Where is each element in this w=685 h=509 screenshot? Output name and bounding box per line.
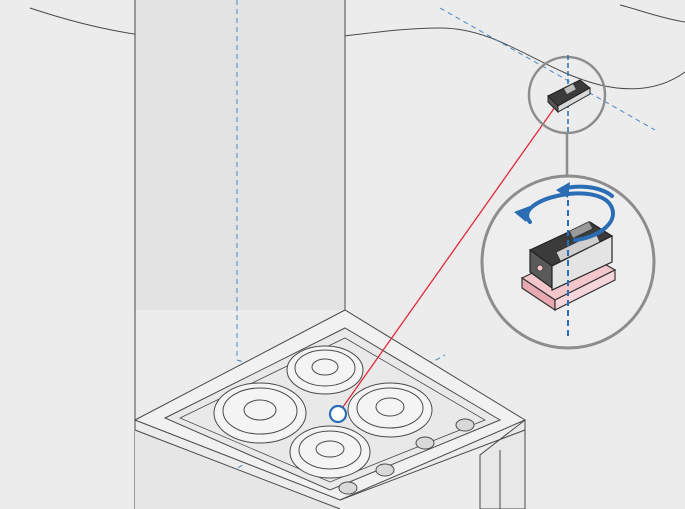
burners	[213, 345, 433, 479]
burner-left	[213, 382, 307, 444]
knob	[375, 463, 395, 477]
knob	[455, 418, 475, 432]
burner-back	[286, 345, 364, 395]
column	[135, 0, 345, 310]
rotate-arrow-head-left	[514, 206, 530, 222]
knob	[415, 436, 435, 450]
laser-distance-meter-icon	[547, 79, 591, 114]
burner-right	[347, 382, 433, 438]
burner-front	[289, 425, 371, 479]
ceiling-edge-top	[619, 4, 685, 23]
knob	[338, 481, 358, 495]
stove-knobs	[338, 418, 475, 495]
stove-front-top-edge	[134, 429, 341, 509]
stove-right-face	[479, 418, 526, 509]
laser-beam	[337, 99, 561, 415]
target-point	[328, 404, 348, 424]
rotate-arrow-head-top	[556, 182, 570, 198]
stove-front-right-edge	[339, 429, 526, 501]
